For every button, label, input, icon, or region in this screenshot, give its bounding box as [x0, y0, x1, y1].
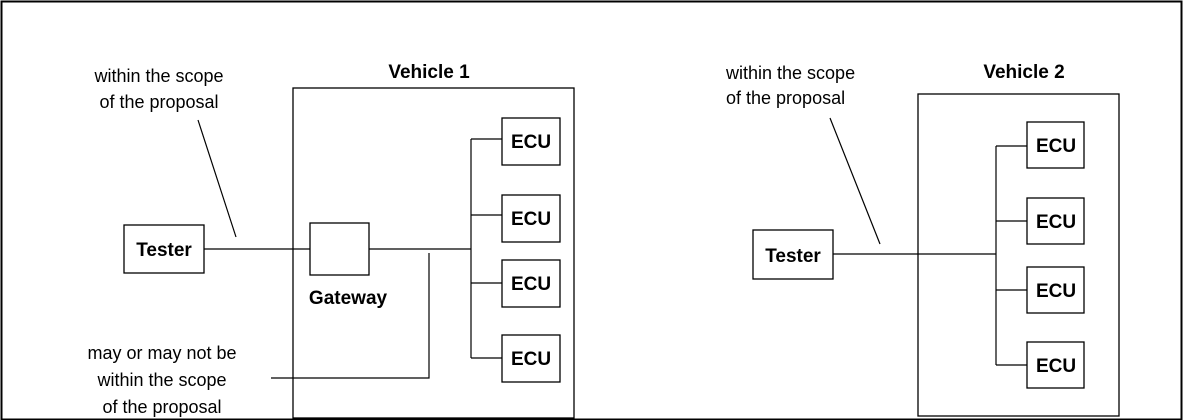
left-top-note-line-2: of the proposal — [99, 92, 218, 112]
ecu-box-3 — [501, 259, 561, 308]
gateway-label: Gateway — [309, 288, 388, 309]
ecu-label-2: ECU — [511, 209, 551, 230]
ecu-2-label-3: ECU — [1036, 281, 1076, 302]
ecu-2-label-1: ECU — [1036, 136, 1076, 157]
vehicle-1-section: within the scope of the proposal Vehicle… — [87, 62, 575, 419]
ecu-2-label-2: ECU — [1036, 212, 1076, 233]
right-top-note-line-1: within the scope — [725, 63, 855, 83]
vehicle-2-title: Vehicle 2 — [983, 62, 1064, 83]
ecu-label-4: ECU — [511, 349, 551, 370]
tester-label: Tester — [136, 240, 192, 261]
vehicle-1-title: Vehicle 1 — [388, 62, 470, 83]
ecu-2-box-4 — [1026, 341, 1085, 389]
right-top-note-leader — [829, 117, 881, 245]
right-top-note-line-2: of the proposal — [726, 88, 845, 108]
ecu-box-2 — [501, 194, 561, 243]
vehicle-2-boundary — [917, 93, 1120, 417]
gateway-box — [309, 222, 370, 276]
left-bottom-note-line-3: of the proposal — [102, 397, 221, 417]
ecu-box-4 — [501, 334, 561, 383]
ecu-label-3: ECU — [511, 274, 551, 295]
tester-box — [123, 224, 205, 274]
ecu-2-box-3 — [1026, 266, 1085, 314]
ecu-2-box-1 — [1026, 121, 1085, 169]
ecu-box-1 — [501, 117, 561, 166]
ecu-2-label-4: ECU — [1036, 356, 1076, 377]
left-bottom-note-line-2: within the scope — [96, 370, 226, 390]
left-top-note-line-1: within the scope — [93, 66, 223, 86]
ecu-label-1: ECU — [511, 132, 551, 153]
left-bottom-note-leader — [271, 253, 430, 379]
tester-2-label: Tester — [765, 246, 821, 267]
vehicle-2-section: within the scope of the proposal Vehicle… — [725, 62, 1120, 417]
left-bottom-note-line-1: may or may not be — [87, 343, 236, 363]
ecu-2-box-2 — [1026, 197, 1085, 245]
left-top-note-leader — [197, 119, 237, 238]
